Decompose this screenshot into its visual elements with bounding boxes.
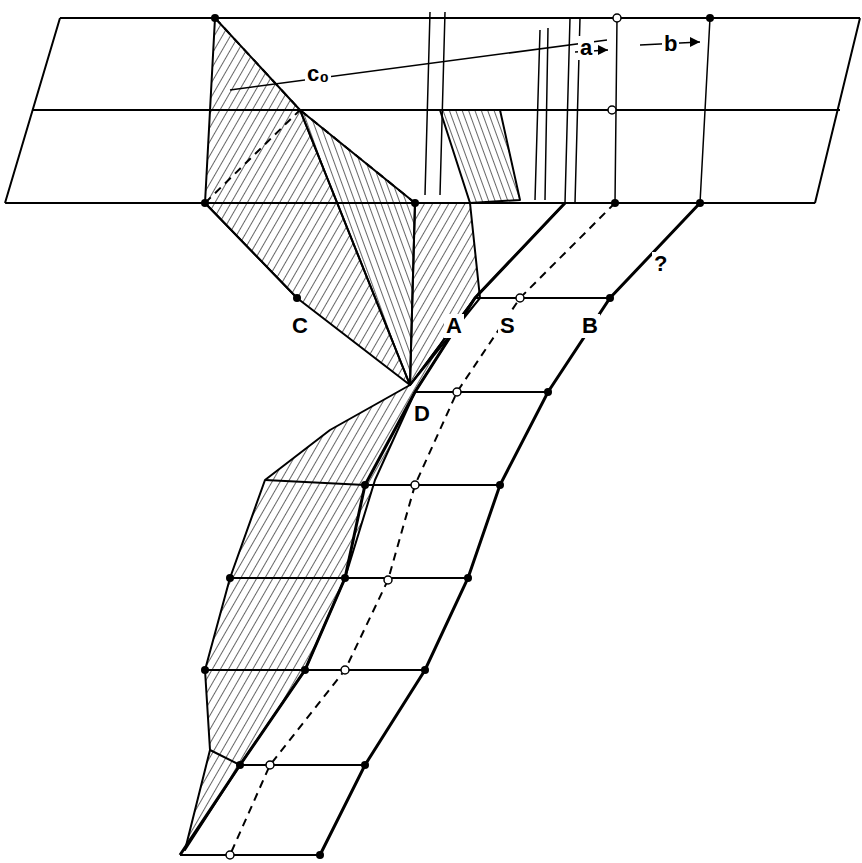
lattice-parameter: c₀ — [305, 62, 331, 86]
lattice-parameter: b — [662, 32, 679, 56]
point-label: C — [290, 314, 310, 338]
point-label: A — [444, 314, 464, 338]
point-label: S — [498, 314, 517, 338]
point-label: B — [580, 314, 600, 338]
question-mark: ? — [652, 252, 669, 276]
point-label: D — [412, 402, 432, 426]
lattice-parameter: a — [578, 36, 594, 60]
